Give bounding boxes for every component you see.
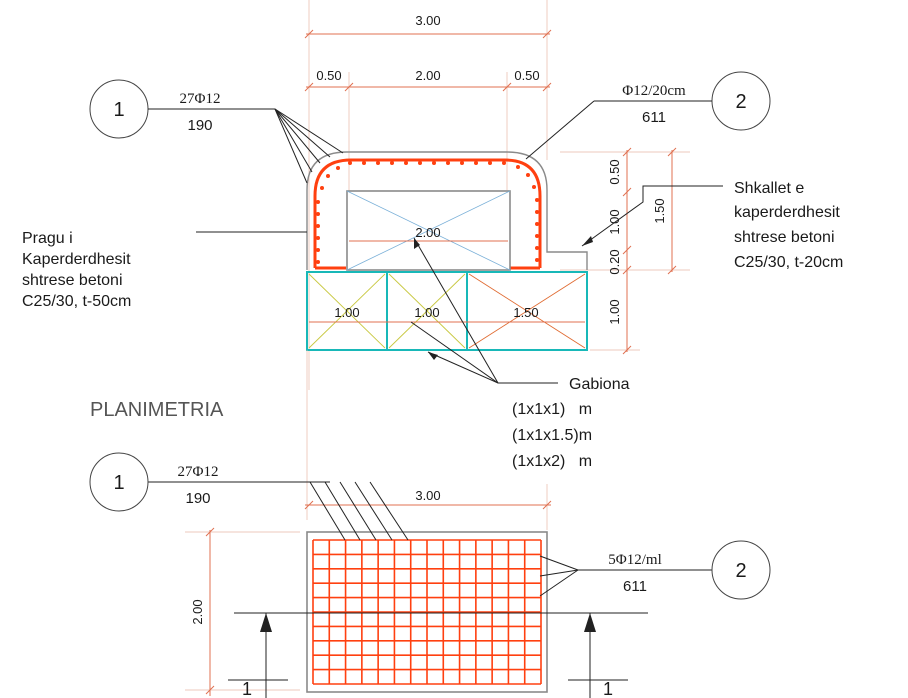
callout-2-bottom: 2 5Φ12/ml 611	[608, 540, 771, 600]
note-shkallet-line-3: shtrese betoni	[734, 229, 835, 246]
dim-right-a: 0.50	[607, 159, 622, 184]
dim-top-total: 3.00	[415, 13, 440, 28]
dim-right-total: 1.50	[652, 198, 667, 223]
callout-1-top-number: 1	[113, 99, 124, 121]
callout-1-top-length: 190	[187, 117, 212, 134]
callout-2-top-bar: Φ12/20cm	[622, 83, 686, 99]
plan-dim-width: 3.00	[415, 488, 440, 503]
note-pragu-line-4: C25/30, t-50cm	[22, 293, 131, 310]
note-gabiona-line-3: (1x1x1.5)m	[512, 427, 592, 444]
callout-2-bottom-number: 2	[735, 560, 746, 582]
dim-top-right: 0.50	[514, 68, 539, 83]
dim-right-d: 1.00	[607, 299, 622, 324]
spillway-sill-section: 2.00 1.00 1.00 1.50	[306, 151, 588, 351]
dim-top-left: 0.50	[316, 68, 341, 83]
callout-2-top-number: 2	[735, 91, 746, 113]
dim-top-mid: 2.00	[415, 68, 440, 83]
note-gabiona: Gabiona (1x1x1) m (1x1x1.5)m (1x1x2) m	[410, 237, 630, 470]
callout-1-bottom-bar: 27Φ12	[178, 464, 219, 480]
note-shkallet-line-1: Shkallet e	[734, 180, 804, 197]
callout-1-bottom: 1 27Φ12 190	[89, 452, 219, 512]
top-box-dim: 2.00	[415, 225, 440, 240]
top-dimensions: 3.00 0.50 2.00 0.50	[304, 0, 552, 390]
section-mark-left: 1	[242, 679, 252, 698]
callout-2-top-length: 611	[642, 109, 666, 126]
note-shkallet: Shkallet e kaperderdhesit shtrese betoni…	[581, 180, 843, 271]
gabion-mid: 1.00	[414, 305, 439, 320]
note-gabiona-line-2: (1x1x1) m	[512, 401, 592, 418]
gabion-left: 1.00	[334, 305, 359, 320]
note-shkallet-line-4: C25/30, t-20cm	[734, 254, 843, 271]
gabion-right: 1.50	[513, 305, 538, 320]
callout-1-bottom-number: 1	[113, 472, 124, 494]
note-shkallet-line-2: kaperderdhesit	[734, 204, 840, 221]
right-dimensions: 0.50 1.00 0.20 1.00 1.50	[560, 147, 690, 355]
note-gabiona-line-4: (1x1x2) m	[512, 453, 592, 470]
callout-2-top: 2 Φ12/20cm 611	[525, 71, 771, 160]
plan-view: 3.00 2.00 1 1	[148, 350, 712, 698]
plan-title: PLANIMETRIA	[90, 399, 224, 421]
dim-right-c: 0.20	[607, 249, 622, 274]
note-pragu-line-1: Pragu i	[22, 230, 73, 247]
callout-2-bottom-length: 611	[623, 578, 647, 595]
note-pragu-line-2: Kaperderdhesit	[22, 251, 131, 268]
callout-1-top: 1 27Φ12 190	[89, 79, 344, 184]
section-mark-right: 1	[603, 679, 613, 698]
callout-2-bottom-bar: 5Φ12/ml	[608, 552, 661, 568]
callout-1-bottom-length: 190	[185, 490, 210, 507]
plan-dim-height: 2.00	[190, 599, 205, 624]
callout-1-top-bar: 27Φ12	[180, 91, 221, 107]
note-pragu: Pragu i Kaperderdhesit shtrese betoni C2…	[22, 230, 307, 310]
note-pragu-line-3: shtrese betoni	[22, 272, 123, 289]
note-gabiona-line-1: Gabiona	[569, 376, 630, 393]
